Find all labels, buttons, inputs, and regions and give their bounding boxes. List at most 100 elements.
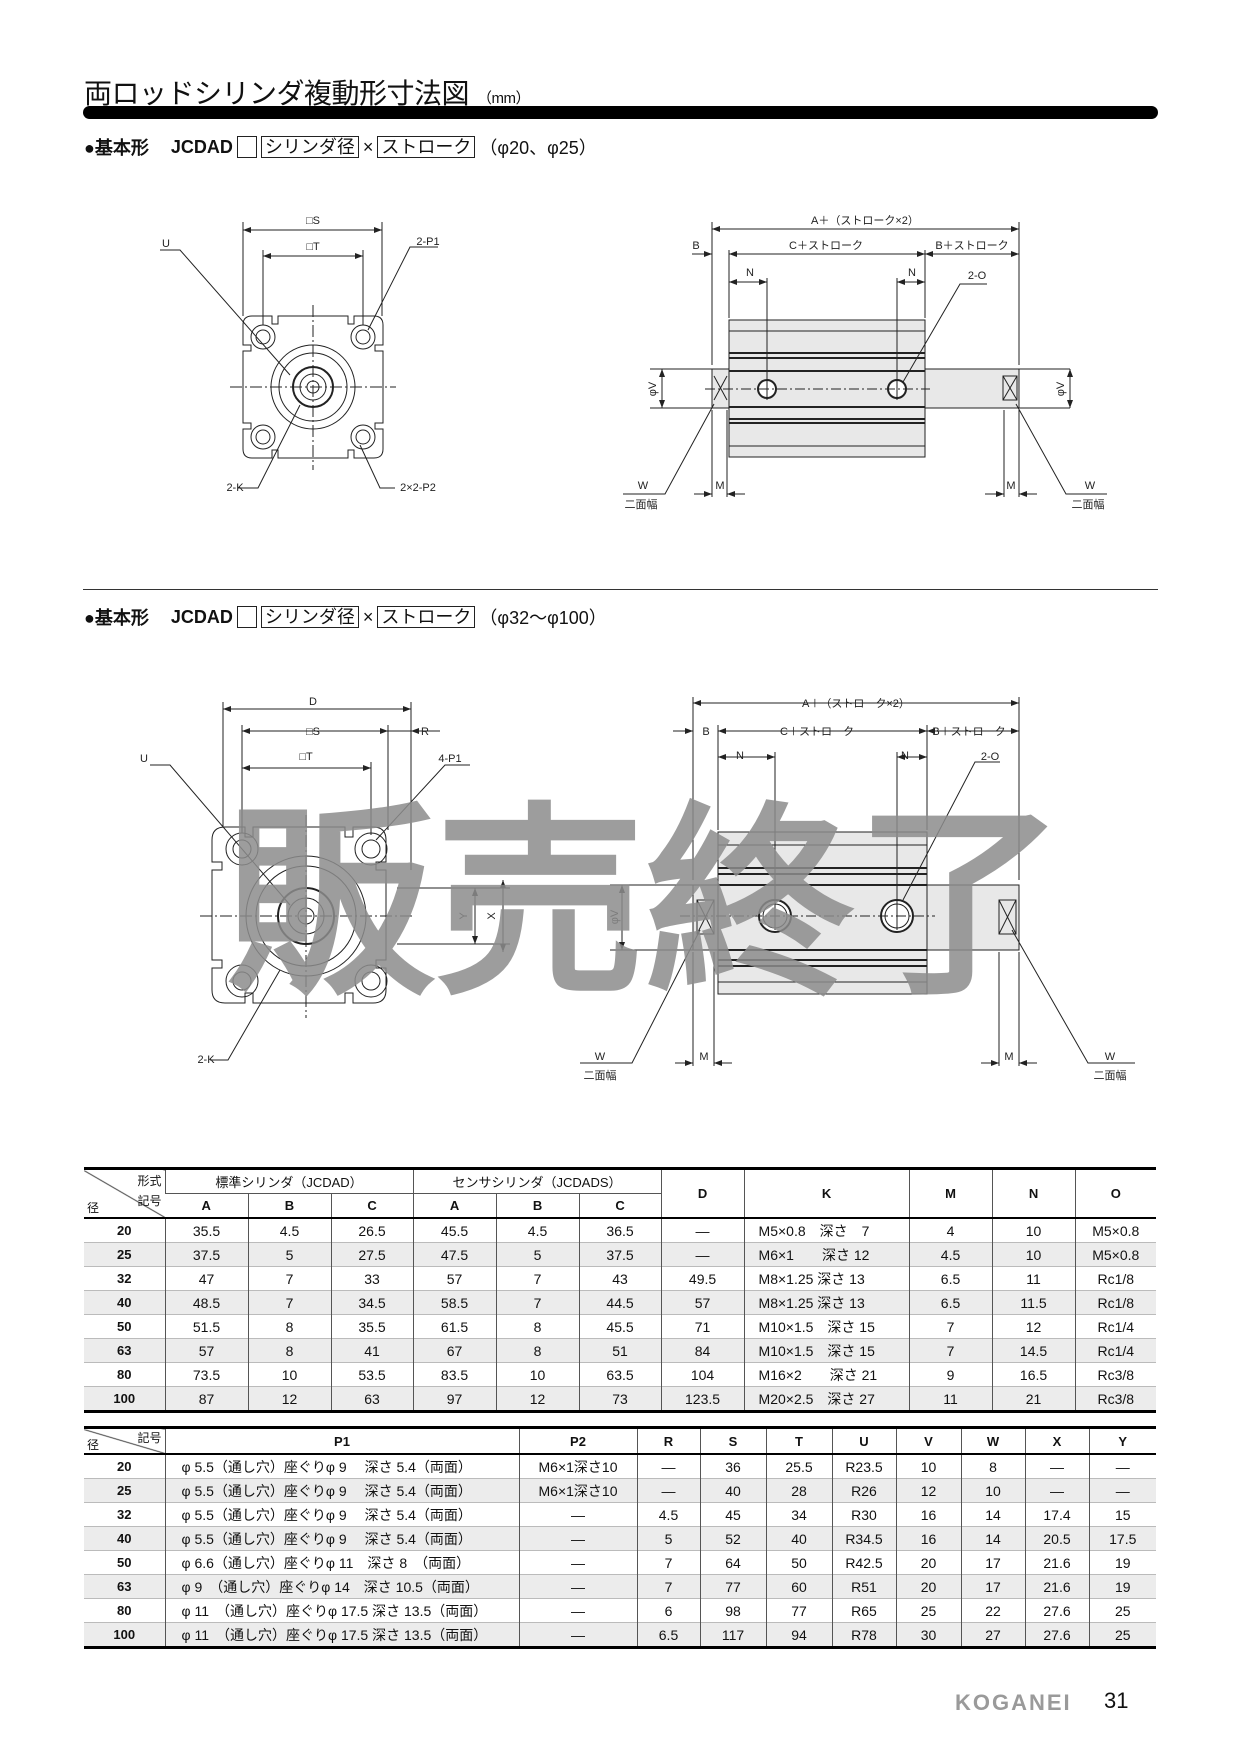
blank-option-box bbox=[236, 136, 257, 158]
front-view-2 bbox=[150, 702, 510, 1061]
table-cell: 17.5 bbox=[1088, 1526, 1156, 1551]
table-cell: 5 bbox=[636, 1526, 700, 1551]
bore-size-cell: 63 bbox=[84, 1338, 165, 1363]
table-cell: 33 bbox=[330, 1266, 414, 1291]
table-cell: 58.5 bbox=[412, 1290, 497, 1315]
bore-size-cell: 40 bbox=[84, 1526, 165, 1551]
front-view-1 bbox=[160, 222, 438, 489]
corner-bore-label: 径 bbox=[87, 1200, 100, 1215]
bore-size-cell: 40 bbox=[84, 1290, 165, 1315]
table-cell: 15 bbox=[1088, 1502, 1156, 1527]
table-cell: 20.5 bbox=[1024, 1526, 1089, 1551]
table-cell: 12 bbox=[495, 1386, 580, 1412]
table-cell: — bbox=[636, 1478, 700, 1503]
table-cell: 16 bbox=[895, 1502, 961, 1527]
table-cell: — bbox=[518, 1526, 637, 1551]
table-cell: 104 bbox=[660, 1362, 745, 1387]
header-w: W bbox=[960, 1427, 1025, 1455]
page-title-text: 両ロッドシリンダ複動形寸法図 bbox=[84, 78, 470, 109]
table-cell: R34.5 bbox=[831, 1526, 896, 1551]
table-cell: 35.5 bbox=[330, 1314, 414, 1339]
table-cell: 47.5 bbox=[412, 1242, 497, 1267]
table-cell: R78 bbox=[831, 1622, 896, 1648]
table-cell: Rc1/8 bbox=[1074, 1266, 1157, 1291]
table-cell: M10×1.5 深さ 15 bbox=[743, 1314, 910, 1339]
label-b: B bbox=[692, 240, 699, 252]
bore-box: シリンダ径 bbox=[260, 136, 359, 158]
table-cell: 48.5 bbox=[164, 1290, 248, 1315]
table-cell: 83.5 bbox=[412, 1362, 497, 1387]
table-cell: φ 11 （通し穴）座ぐりφ 17.5 深さ 13.5（両面） bbox=[164, 1598, 519, 1623]
header-p2: P2 bbox=[518, 1427, 637, 1455]
table-cell: — bbox=[518, 1622, 637, 1648]
label-w-left: W bbox=[638, 480, 649, 492]
table-cell: 7 bbox=[636, 1550, 700, 1575]
table-cell: 27 bbox=[960, 1622, 1025, 1648]
header-o: O bbox=[1074, 1168, 1157, 1219]
table-cell: 7 bbox=[495, 1290, 580, 1315]
label-k: 2-K bbox=[226, 482, 244, 494]
label-t: □T bbox=[306, 241, 320, 253]
table-cell: 14 bbox=[960, 1526, 1025, 1551]
table-cell: 25 bbox=[895, 1598, 961, 1623]
table-cell: 4.5 bbox=[636, 1502, 700, 1527]
table-cell: 6.5 bbox=[908, 1290, 993, 1315]
table-cell: 5 bbox=[247, 1242, 331, 1267]
table-cell: 45 bbox=[699, 1502, 766, 1527]
times-sign: × bbox=[362, 606, 374, 627]
table-cell: M5×0.8 深さ 7 bbox=[743, 1217, 910, 1243]
table-cell: 71 bbox=[660, 1314, 745, 1339]
bore-range: （φ32～φ100） bbox=[479, 608, 607, 628]
table-cell: M16×2 深さ 21 bbox=[743, 1362, 910, 1387]
header-m: M bbox=[908, 1168, 993, 1219]
header-n: N bbox=[991, 1168, 1076, 1219]
table-cell: 4.5 bbox=[247, 1217, 331, 1243]
table-cell: — bbox=[1088, 1478, 1156, 1503]
header-sensor-b: B bbox=[495, 1193, 580, 1219]
label-o: 2-O bbox=[968, 270, 987, 282]
table-cell: 7 bbox=[495, 1266, 580, 1291]
table-cell: 8 bbox=[247, 1314, 331, 1339]
table-cell: M6×1 深さ 12 bbox=[743, 1242, 910, 1267]
table-cell: 7 bbox=[247, 1266, 331, 1291]
table-cell: 40 bbox=[699, 1478, 766, 1503]
table-cell: 117 bbox=[699, 1622, 766, 1648]
table-cell: Rc3/8 bbox=[1074, 1386, 1157, 1412]
table-cell: 14 bbox=[960, 1502, 1025, 1527]
label-m-left: M bbox=[699, 1051, 708, 1063]
table-cell: 22 bbox=[960, 1598, 1025, 1623]
label-v: φV bbox=[609, 909, 621, 924]
table-cell: 57 bbox=[660, 1290, 745, 1315]
table-cell: 8 bbox=[247, 1338, 331, 1363]
header-k: K bbox=[743, 1168, 910, 1219]
stroke-box: ストローク bbox=[377, 136, 476, 158]
header-t: T bbox=[765, 1427, 832, 1455]
header-r: R bbox=[636, 1427, 700, 1455]
header-std-c: C bbox=[330, 1193, 414, 1219]
label-n-right: N bbox=[901, 750, 909, 762]
table-cell: — bbox=[636, 1453, 700, 1479]
section-heading-basic-20-25: ●基本形 JCDAD シリンダ径 × ストローク （φ20、φ25） bbox=[84, 134, 597, 160]
table-cell: 87 bbox=[164, 1386, 248, 1412]
table-cell: 16 bbox=[895, 1526, 961, 1551]
table-cell: φ 11 （通し穴）座ぐりφ 17.5 深さ 13.5（両面） bbox=[164, 1622, 519, 1648]
header-x: X bbox=[1024, 1427, 1089, 1455]
table-cell: R30 bbox=[831, 1502, 896, 1527]
label-k: 2-K bbox=[197, 1054, 215, 1066]
label-u: U bbox=[140, 753, 148, 765]
table-cell: R23.5 bbox=[831, 1453, 896, 1479]
table-cell: 57 bbox=[412, 1266, 497, 1291]
koganei-logo: KOGANEI bbox=[955, 1690, 1072, 1715]
header-sensor-a: A bbox=[412, 1193, 497, 1219]
table-cell: φ 5.5（通し穴）座ぐりφ 9 深さ 5.4（両面） bbox=[164, 1526, 519, 1551]
label-p1: 2-P1 bbox=[416, 236, 439, 248]
table-cell: 77 bbox=[699, 1574, 766, 1599]
table-cell: 73.5 bbox=[164, 1362, 248, 1387]
table-cell: 51 bbox=[578, 1338, 662, 1363]
drawing-1-labels: □S □T U 2-P1 2-K 2×2-P2 A＋（ストローク×2） B C＋… bbox=[162, 214, 1104, 511]
table-cell: 53.5 bbox=[330, 1362, 414, 1387]
side-view-1 bbox=[623, 222, 1107, 497]
